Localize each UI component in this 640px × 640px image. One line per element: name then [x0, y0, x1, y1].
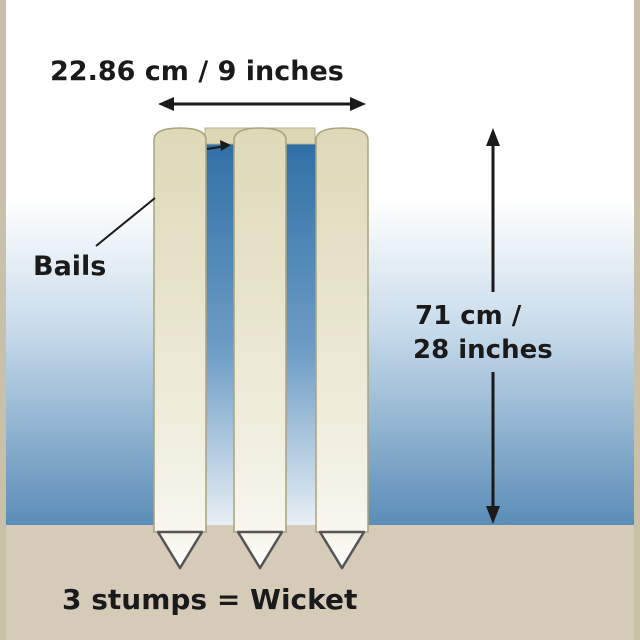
stump-left: [153, 127, 207, 570]
height-dimension-arrow: [486, 128, 500, 524]
height-label-line2: 28 inches: [413, 335, 553, 365]
right-frame: [634, 0, 640, 640]
bails-label: Bails: [33, 251, 107, 282]
gap-left: [206, 140, 234, 528]
caption-label: 3 stumps = Wicket: [62, 583, 358, 616]
stump-right: [315, 127, 369, 570]
width-label: 22.86 cm / 9 inches: [50, 56, 344, 87]
stump-middle: [233, 127, 287, 570]
bails-pointer: [95, 140, 231, 247]
gap-right: [286, 140, 316, 528]
ground: [6, 525, 634, 640]
width-dimension-arrow: [158, 97, 366, 111]
left-frame: [0, 0, 6, 640]
height-label-line1: 71 cm /: [415, 301, 522, 331]
